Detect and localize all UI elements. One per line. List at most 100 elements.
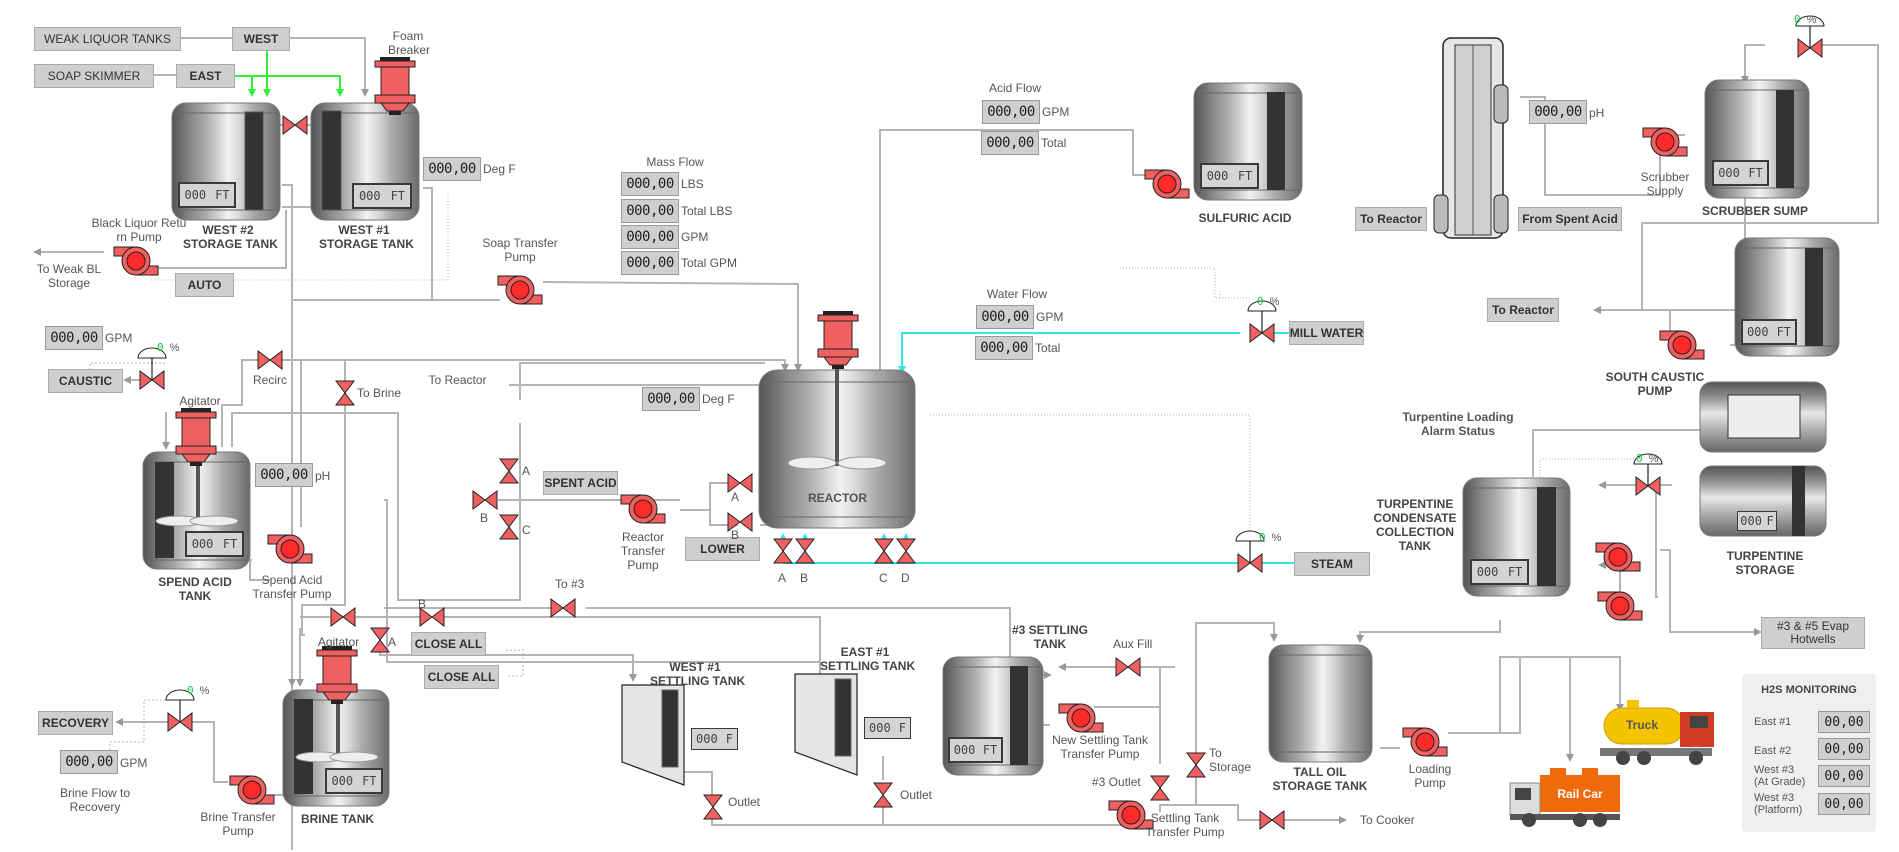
water-lines [779,332,1300,564]
from-spent-acid-button[interactable]: From Spent Acid [1518,207,1622,231]
to-cooker-valve[interactable] [1259,810,1285,830]
close-all-button-2[interactable]: CLOSE ALL [424,665,499,689]
east-button[interactable]: EAST [176,64,235,88]
pipes [33,37,1879,850]
aux-fill-label: Aux Fill [1113,637,1153,651]
south-caustic-to-reactor-button[interactable]: To Reactor [1487,298,1559,322]
h2s-west3-grade-value: 00,00 [1818,765,1870,787]
auto-button[interactable]: AUTO [175,273,234,297]
aux-fill-valve[interactable] [1115,657,1141,677]
acid-flow-gpm-unit: GPM [1042,105,1070,119]
brine-flow-line2: Recovery [69,800,121,814]
caustic-button[interactable]: CAUSTIC [48,369,123,393]
turp-storage-temp-value: 000 [1740,514,1762,528]
soap-transfer-pump[interactable] [497,275,543,305]
h2s-west3-grade-label1: West #3 [1754,764,1795,776]
h2s-west3-platform-label2: (Platform) [1754,804,1803,816]
weak-liquor-tanks-button[interactable]: WEAK LIQUOR TANKS [34,27,181,51]
reactor-tank[interactable] [758,366,916,529]
spent-valve-b[interactable] [472,490,498,510]
brine-transfer-pump[interactable] [229,775,275,805]
level-bar [1010,666,1028,765]
scrubber-pct-value: 0 [1794,13,1801,26]
west1-temp-display: 000,00 [423,157,481,181]
steam-pct-value: 0 [1259,531,1266,544]
to-storage-valve[interactable] [1186,752,1206,778]
soap-pump-line2: Pump [504,250,536,264]
steam-valve-b-label: B [800,571,809,585]
to-3-valve[interactable] [550,598,576,618]
turpentine-pump-1[interactable] [1595,542,1641,572]
close-all-button-1[interactable]: CLOSE ALL [411,632,486,656]
tall-oil-storage-tank[interactable] [1268,644,1373,763]
west-tank-crossover-valve[interactable] [282,115,308,135]
loading-pump[interactable] [1402,727,1448,757]
new-pump-line1: New Settling Tank [1052,733,1148,747]
mill-water-button[interactable]: MILL WATER [1289,321,1364,345]
soap-skimmer-button[interactable]: SOAP SKIMMER [34,64,154,88]
steam-valve-c[interactable] [874,538,894,564]
spent-valve-a[interactable] [499,458,519,484]
hotwells-line1: #3 & #5 Evap [1776,619,1850,633]
scrubber-supply-pump[interactable] [1642,127,1688,157]
water-flow-title: Water Flow [986,287,1048,301]
west2-name-line2: STORAGE TANK [183,237,278,251]
spent-acid-button[interactable]: SPENT ACID [543,471,618,495]
turp-cond-line1: TURPENTINE [1376,497,1454,511]
brine-flow-line1: Brine Flow to [59,786,131,800]
recirc-valve[interactable] [257,350,283,370]
sulfuric-acid-pump[interactable] [1144,169,1190,199]
spent-valve-c[interactable] [499,514,519,540]
to-brine-valve[interactable] [335,380,355,406]
steam-valve-a[interactable] [773,538,793,564]
reactor-temp-display: 000,00 [642,387,700,411]
west1-settling-tank[interactable] [621,684,685,786]
east1-outlet-valve[interactable] [873,782,893,808]
spend-acid-transfer-pump[interactable] [267,534,313,564]
level-bar [1805,248,1823,346]
recovery-button[interactable]: RECOVERY [38,711,113,735]
reactor-valve-b-label: B [731,528,740,542]
steam-button[interactable]: STEAM [1294,552,1370,576]
brine-flow-display: 000,00 [60,750,118,774]
brine-agitator-valve[interactable] [330,607,356,627]
scrubber-column[interactable] [1433,37,1509,239]
caustic-control-valve[interactable] [137,347,167,390]
west1-outlet-valve[interactable] [703,794,723,820]
scrubber-to-reactor-button[interactable]: To Reactor [1355,207,1427,231]
turp-pct-value: 0 [1636,452,1643,465]
new-settling-tank-pump[interactable] [1058,703,1104,733]
lower-button[interactable]: LOWER [685,537,760,561]
bl-return-pump[interactable] [113,246,159,276]
turpentine-storage-tank[interactable] [1699,465,1827,537]
west-button[interactable]: WEST [232,27,290,51]
turp-alarm-line2: Alarm Status [1420,424,1496,438]
reactor-agitator-motor[interactable] [817,310,859,370]
turpentine-pump-2[interactable] [1597,591,1643,621]
h2s-east2-label: East #2 [1754,745,1792,757]
rail-car[interactable] [1509,768,1620,827]
steam-valve-d[interactable] [896,538,916,564]
turp-cond-line3: COLLECTION [1376,525,1454,539]
south-caustic-pump[interactable] [1659,330,1705,360]
turpentine-alarm-tank[interactable] [1699,381,1827,453]
hotwells-line2: Hotwells [1790,632,1836,646]
steam-valve-b[interactable] [795,538,815,564]
settling3-outlet-valve[interactable] [1150,775,1170,801]
east1-settling-tank[interactable] [794,673,858,776]
truck[interactable] [1600,700,1714,765]
